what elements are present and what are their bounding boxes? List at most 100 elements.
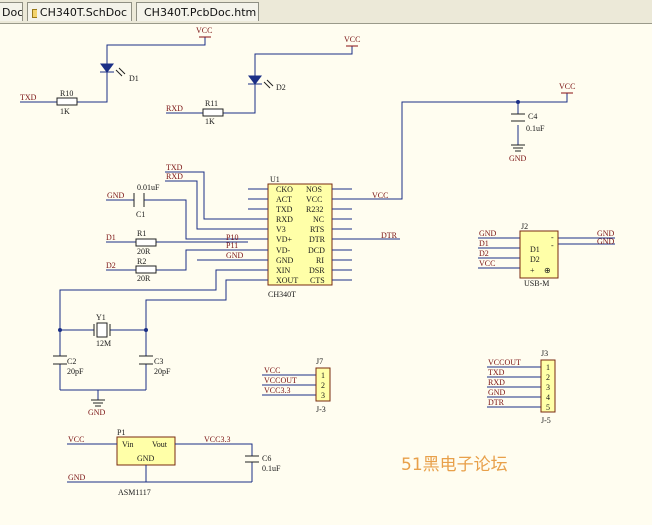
j3-body[interactable] bbox=[540, 359, 556, 413]
resistor-r1[interactable] bbox=[135, 238, 157, 247]
j3-pin: 3 bbox=[546, 383, 550, 392]
crystal-y1[interactable] bbox=[96, 322, 108, 338]
pin-rxd: RXD bbox=[276, 215, 293, 224]
j2-body[interactable] bbox=[519, 230, 559, 279]
u1-ref: U1 bbox=[270, 175, 280, 184]
y1-ref: Y1 bbox=[96, 313, 106, 322]
net-label-gnd: GND bbox=[488, 388, 506, 397]
j7-body[interactable] bbox=[315, 367, 331, 402]
j3-value: J-5 bbox=[541, 416, 551, 425]
net-label-vccout: VCCOUT bbox=[488, 358, 521, 367]
net-label-gnd: GND bbox=[88, 408, 106, 417]
c1-value: 0.01uF bbox=[137, 183, 160, 192]
u1-value: CH340T bbox=[268, 290, 296, 299]
u1-left-pin-labels: CKO ACT TXD RXD V3 VD+ VD- GND XIN XOUT bbox=[276, 185, 298, 285]
resistor-r10[interactable] bbox=[56, 97, 78, 106]
j3-ref: J3 bbox=[541, 349, 548, 358]
tab-label: CH340T.PcbDoc.htm bbox=[144, 5, 257, 19]
c4-value: 0.1uF bbox=[526, 124, 545, 133]
pin-dtr: DTR bbox=[309, 235, 326, 244]
r1-ref: R1 bbox=[137, 229, 146, 238]
r10-value: 1K bbox=[60, 107, 70, 116]
capacitor-c6[interactable] bbox=[245, 455, 259, 463]
tab-ch340t-schdoc[interactable]: CH340T.SchDoc bbox=[27, 2, 132, 21]
pin-vd-minus: VD- bbox=[276, 246, 291, 255]
usb-symbol-icon: ⊕ bbox=[544, 266, 551, 275]
u1-body[interactable] bbox=[267, 183, 333, 286]
y1-value: 12M bbox=[96, 339, 111, 348]
c4-ref: C4 bbox=[528, 112, 537, 121]
led-d2-branch: VCC RXD R11 1K D2 bbox=[166, 35, 360, 126]
regulator-p1[interactable]: P1 Vin Vout GND VCC VCC3.3 GND C6 0.1uF … bbox=[67, 428, 281, 497]
tab-label: CH340T.SchDoc bbox=[39, 5, 127, 19]
resistor-r2[interactable] bbox=[135, 265, 157, 274]
j7-pin: 3 bbox=[321, 391, 325, 400]
c1-ref: C1 bbox=[136, 210, 145, 219]
capacitor-c4[interactable] bbox=[511, 113, 525, 122]
net-label-vcc: VCC bbox=[196, 26, 212, 35]
schematic-canvas[interactable]: VCC TXD R10 1K D1 VCC RXD R11 1K D2 VCC … bbox=[0, 24, 652, 520]
site-watermark: 51黑电子论坛 bbox=[401, 455, 508, 475]
c2-value: 20pF bbox=[67, 367, 84, 376]
pin-cko: CKO bbox=[276, 185, 293, 194]
j2-ref: J2 bbox=[521, 222, 528, 231]
led-d1-symbol[interactable] bbox=[100, 63, 114, 73]
pin-cts: CTS bbox=[310, 276, 325, 285]
net-label-d1: D1 bbox=[106, 233, 116, 242]
pin-xin: XIN bbox=[276, 266, 290, 275]
c2-ref: C2 bbox=[67, 357, 76, 366]
led-d1-branch: VCC TXD R10 1K D1 bbox=[20, 26, 212, 116]
pin-act: ACT bbox=[276, 195, 292, 204]
r2-value: 20R bbox=[137, 274, 151, 283]
net-label-txd: TXD bbox=[20, 93, 37, 102]
p1-body[interactable] bbox=[116, 436, 176, 466]
j7-ref: J7 bbox=[316, 357, 323, 366]
schematic-sheet[interactable]: VCC TXD R10 1K D1 VCC RXD R11 1K D2 VCC … bbox=[0, 24, 652, 520]
tab-ch340t-pcbdoc-htm[interactable]: CH340T.PcbDoc.htm bbox=[136, 2, 259, 21]
capacitor-c2[interactable] bbox=[53, 355, 67, 365]
j3-pin: 2 bbox=[546, 373, 550, 382]
net-label-txd: TXD bbox=[488, 368, 505, 377]
vcc-bus: VCC C4 0.1uF GND VCC bbox=[332, 82, 575, 200]
net-label-gnd: GND bbox=[107, 191, 125, 200]
p1-value: ASM1117 bbox=[118, 488, 151, 497]
folder-icon bbox=[32, 8, 37, 18]
net-label-vccout: VCCOUT bbox=[264, 376, 297, 385]
net-label-rxd: RXD bbox=[166, 172, 183, 181]
p1-pin-vin: Vin bbox=[122, 440, 134, 449]
usb-connector-j2[interactable]: J2 GND D1 D2 VCC GND GND D1 D2 + - - ⊕ U… bbox=[478, 222, 615, 288]
net-label-d2: D2 bbox=[479, 249, 489, 258]
net-label-vcc: VCC bbox=[372, 191, 388, 200]
c3-value: 20pF bbox=[154, 367, 171, 376]
capacitor-c1[interactable] bbox=[133, 193, 145, 207]
j2-pin-d2: D2 bbox=[530, 255, 540, 264]
tab-doc[interactable]: Doc bbox=[0, 2, 23, 21]
r11-ref: R11 bbox=[205, 99, 218, 108]
header-j7[interactable]: J7 VCC VCCOUT VCC3.3 1 2 3 J-3 bbox=[262, 357, 331, 414]
j2-value: USB-M bbox=[524, 279, 549, 288]
net-label-gnd: GND bbox=[68, 473, 86, 482]
net-label-gnd: GND bbox=[597, 229, 615, 238]
j7-value: J-3 bbox=[316, 405, 326, 414]
pin-xout: XOUT bbox=[276, 276, 298, 285]
tab-label: Doc bbox=[2, 5, 23, 19]
c6-value: 0.1uF bbox=[262, 464, 281, 473]
d1-ref: D1 bbox=[129, 74, 139, 83]
c3-ref: C3 bbox=[154, 357, 163, 366]
net-label-vcc: VCC bbox=[479, 259, 495, 268]
capacitor-c3[interactable] bbox=[139, 355, 153, 365]
j3-pin: 5 bbox=[546, 403, 550, 412]
resistor-r11[interactable] bbox=[202, 108, 224, 117]
header-j3[interactable]: J3 VCCOUT TXD RXD GND DTR 1 2 3 4 5 J-5 bbox=[487, 349, 556, 425]
net-label-d1: D1 bbox=[479, 239, 489, 248]
net-label-vcc33: VCC3.3 bbox=[264, 386, 290, 395]
net-label-txd: TXD bbox=[166, 163, 183, 172]
p1-pin-vout: Vout bbox=[152, 440, 168, 449]
led-d2-symbol[interactable] bbox=[248, 75, 262, 85]
ic-u1-ch340t[interactable]: U1 CH340T CKO ACT TXD RXD V3 VD+ VD- GND… bbox=[248, 175, 400, 299]
pin-rts: RTS bbox=[310, 225, 324, 234]
j2-pin-plus: + bbox=[530, 266, 535, 275]
j2-pin-minus: - bbox=[551, 233, 554, 242]
net-label-gnd: GND bbox=[479, 229, 497, 238]
r1-value: 20R bbox=[137, 247, 151, 256]
